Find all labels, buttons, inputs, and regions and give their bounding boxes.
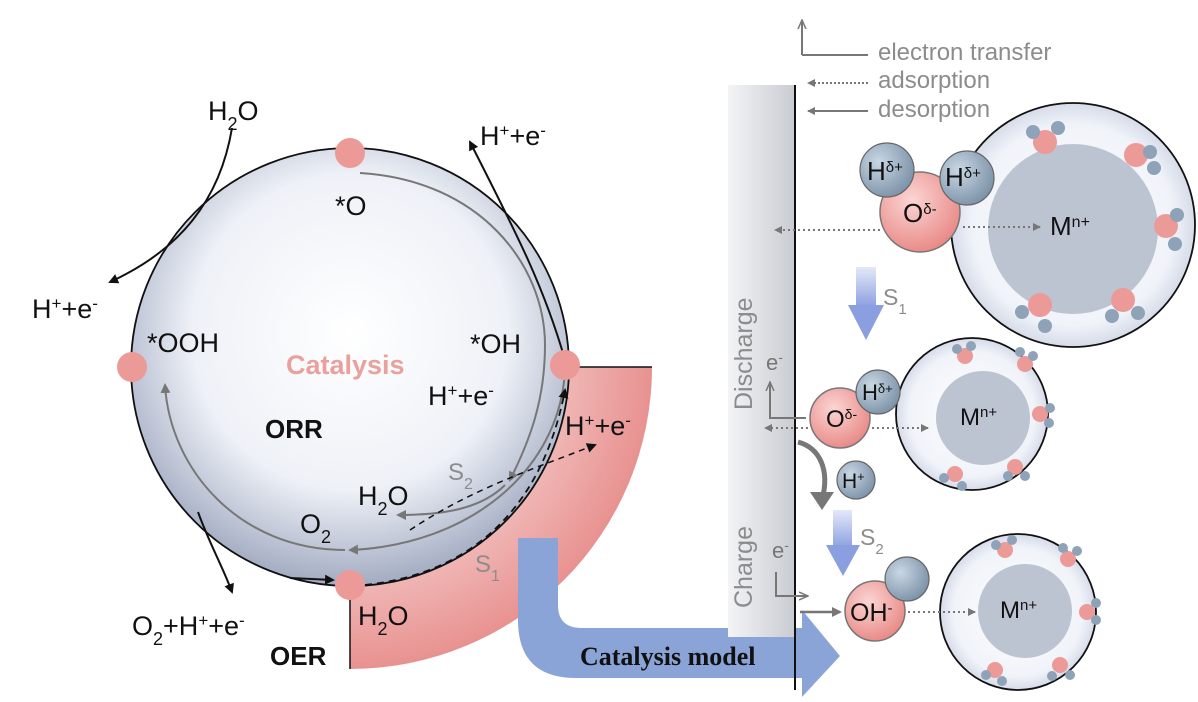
label-star-ooh: *OOH [147, 328, 219, 358]
label-hplus-mid: H++e- [428, 381, 494, 412]
cycle-path-o2-to-ooh [160, 383, 346, 551]
core-top [988, 144, 1158, 314]
legend-electron-transfer: electron transfer [878, 39, 1051, 66]
surface-groups-middle [939, 341, 1055, 491]
hydrogen-ball-bottom [884, 556, 930, 602]
site-dot-o [335, 138, 365, 168]
label-oer: OER [270, 641, 327, 671]
site-dot-oh [550, 350, 580, 380]
label-h2o-top: H2O [208, 96, 259, 134]
hydrogen-ion-ball [836, 460, 876, 500]
label-hplus-right: H++e- [565, 411, 631, 442]
oxygen-ball-middle [809, 387, 871, 449]
surface-groups-bottom [981, 535, 1101, 686]
label-catalysis: Catalysis [286, 350, 405, 380]
electrode-bar [728, 85, 794, 637]
cycle-path-oh-to-o2 [348, 369, 566, 555]
site-dot-h2o [335, 570, 365, 600]
hplus-release-arrow [797, 439, 828, 501]
dashed-path-s1 [364, 388, 569, 586]
label-star-o: *O [335, 191, 367, 221]
label-hplus-top-right: H++e- [480, 121, 546, 152]
oxygen-ball-bottom [844, 580, 906, 642]
label-orr: ORR [265, 414, 323, 444]
label-m-top: Mn+ [1050, 211, 1090, 241]
label-m-middle: Mn+ [960, 404, 997, 432]
site-dot-ooh [117, 352, 147, 382]
hydrogen-ball-top-2 [939, 150, 995, 206]
label-charge: Charge [730, 526, 758, 608]
arrow-to-h2o-site [289, 574, 335, 585]
label-star-oh: *OH [470, 329, 521, 359]
s1-arrow-right [856, 267, 876, 307]
arrow-hplus-out [469, 140, 566, 361]
legend-adsorption: adsorption [878, 67, 990, 94]
hydrogen-ball-middle [855, 369, 901, 415]
cycle-path-to-h2o [396, 484, 506, 520]
surface-groups-top [1015, 121, 1184, 333]
catalysis-model-arrow [518, 538, 840, 697]
arrow-h2o-in [108, 127, 233, 284]
dashed-path-hplus [409, 443, 597, 531]
label-oh-minus: OH- [850, 599, 893, 627]
legend-desorption: desorption [878, 96, 990, 123]
label-discharge: Discharge [730, 297, 758, 410]
arrow-o2-out [197, 511, 234, 594]
label-catalysis-model: Catalysis model [580, 642, 756, 671]
core-middle [936, 371, 1030, 465]
label-m-bottom: Mn+ [1000, 597, 1037, 625]
s2-arrow-right [833, 510, 852, 548]
label-s1-right: S1 [883, 284, 907, 318]
label-hplus-left: H++e- [32, 294, 98, 325]
label-s2-right: S2 [860, 524, 884, 558]
core-bottom [978, 564, 1072, 658]
cycle-path-o-to-oh [359, 172, 547, 482]
hydrogen-ball-top-1 [859, 142, 915, 198]
label-o2-products: O2+H++e- [132, 611, 245, 650]
